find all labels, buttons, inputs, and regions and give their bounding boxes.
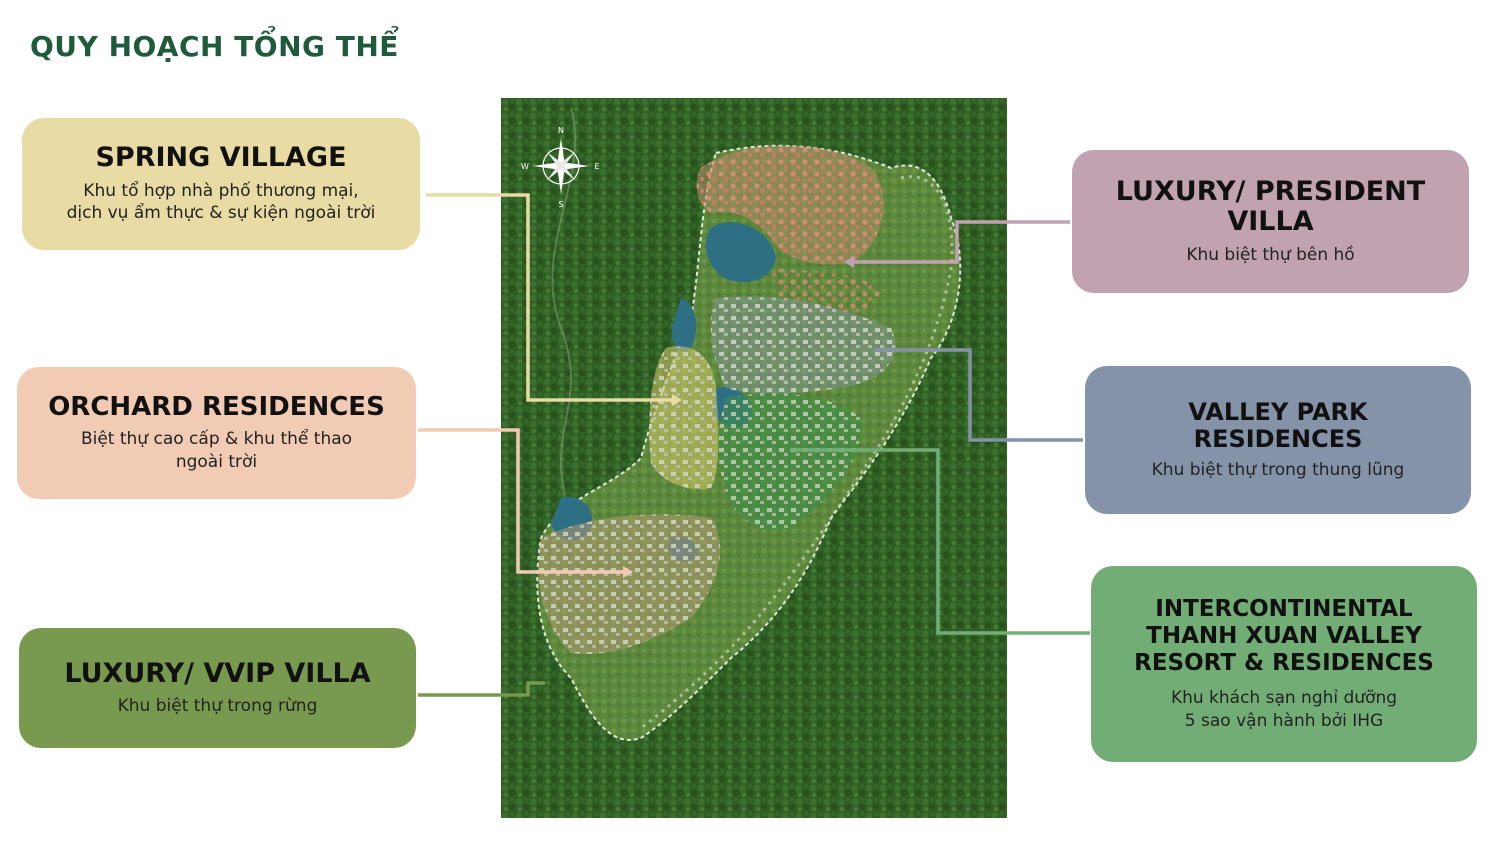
valley-park-houses (710, 296, 896, 394)
zone-description: Khu biệt thự trong thung lũng (1151, 459, 1405, 480)
zone-title: SPRING VILLAGE (95, 142, 347, 174)
zone-title: ORCHARD RESIDENCES (48, 392, 385, 422)
zone-title: LUXURY/ VVIP VILLA (64, 657, 371, 689)
compass-n: N (558, 126, 564, 135)
zone-title: LUXURY/ PRESIDENT VILLA (1115, 176, 1426, 238)
lake (705, 222, 776, 283)
zone-card-valley-park[interactable]: VALLEY PARK RESIDENCES Khu biệt thự tron… (1085, 366, 1471, 514)
zone-description: Khu khách sạn nghỉ dưỡng 5 sao vận hành … (1170, 688, 1398, 731)
zone-description: Khu biệt thự trong rừng (117, 695, 318, 716)
compass-w: W (521, 162, 529, 171)
president-villa-roofs (696, 145, 884, 265)
compass-rose: N S E W (521, 126, 599, 209)
zone-title: VALLEY PARK RESIDENCES (1188, 397, 1368, 453)
spring-village-buildings (649, 346, 719, 490)
zone-card-vvip-villa[interactable]: LUXURY/ VVIP VILLA Khu biệt thự trong rừ… (19, 628, 416, 748)
zone-card-orchard-residences[interactable]: ORCHARD RESIDENCES Biệt thự cao cấp & kh… (17, 367, 416, 499)
zone-description: Khu biệt thự bên hồ (1186, 244, 1355, 265)
master-plan-map[interactable]: N S E W (501, 98, 1007, 818)
zone-description: Khu tổ hợp nhà phố thương mại, dịch vụ ẩ… (66, 180, 376, 224)
lake (672, 298, 697, 352)
compass-s: S (558, 200, 563, 209)
zone-card-spring-village[interactable]: SPRING VILLAGE Khu tổ hợp nhà phố thương… (22, 118, 420, 250)
zone-title: INTERCONTINENTAL THANH XUAN VALLEY RESOR… (1134, 595, 1434, 677)
zone-description: Biệt thự cao cấp & khu thể thao ngoài tr… (80, 429, 353, 472)
zone-card-president-villa[interactable]: LUXURY/ PRESIDENT VILLA Khu biệt thự bên… (1072, 150, 1469, 293)
zone-card-intercontinental[interactable]: INTERCONTINENTAL THANH XUAN VALLEY RESOR… (1091, 566, 1477, 762)
compass-e: E (594, 162, 599, 171)
page-title: QUY HOẠCH TỔNG THỂ (30, 30, 399, 63)
